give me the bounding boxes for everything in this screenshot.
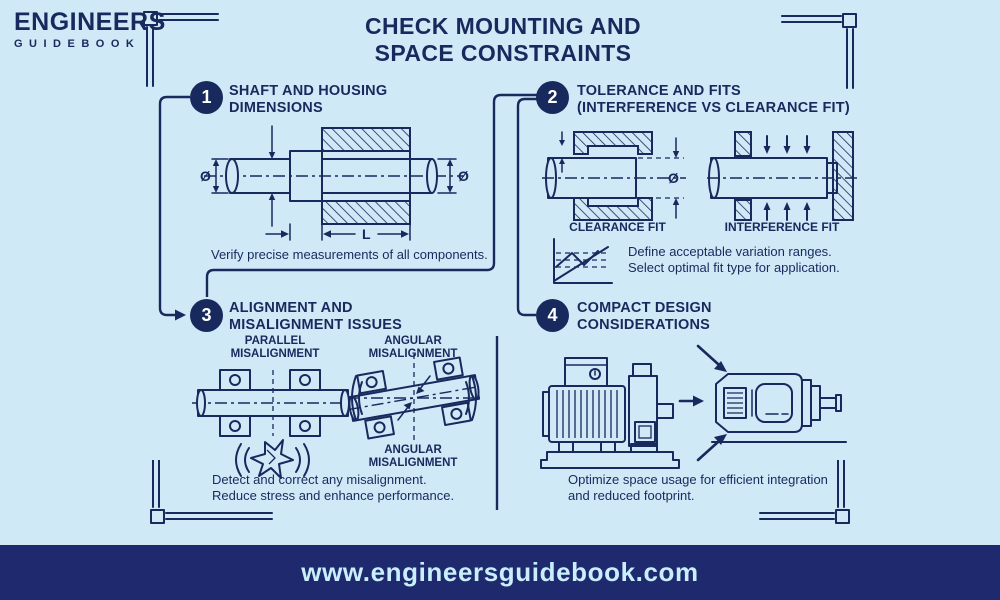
transform-arrow-icon (678, 395, 704, 407)
parallel-misalignment-diagram (192, 369, 354, 437)
step-2-caption-line2: Select optimal fit type for application. (628, 260, 840, 275)
step-4-caption-line2: and reduced footprint. (568, 488, 695, 503)
tolerance-chart-icon (553, 238, 613, 284)
step-4-heading-line1: COMPACT DESIGN (577, 300, 712, 316)
step-2-badge: 2 (536, 81, 569, 114)
corner-bracket-bottom-left (150, 460, 273, 524)
page-title: CHECK MOUNTING AND SPACE CONSTRAINTS (293, 13, 713, 67)
shaft-right-end (426, 158, 438, 194)
angular-misalignment-diagram (348, 354, 480, 442)
step-4-badge: 4 (536, 299, 569, 332)
vibration-icon (235, 439, 310, 479)
step-4-heading: COMPACT DESIGN CONSIDERATIONS (577, 300, 712, 333)
step-4-caption-line1: Optimize space usage for efficient integ… (568, 472, 828, 487)
dia-fit-label: Ø (668, 170, 679, 186)
clearance-fit-diagram: Ø (542, 131, 686, 221)
angle-arrows (397, 375, 431, 421)
dia-right-label: Ø (458, 168, 469, 184)
page-title-line2: SPACE CONSTRAINTS (374, 40, 632, 66)
corner-bracket-top-left (143, 11, 219, 87)
step-4-heading-line2: CONSIDERATIONS (577, 316, 711, 333)
clearance-fit-label: CLEARANCE FIT (569, 220, 666, 234)
interference-wall-left-bottom (734, 199, 752, 221)
pointer-arrow-bottom-icon (696, 434, 727, 462)
footer-bar: www.engineersguidebook.com (0, 545, 1000, 600)
brand-tagline: GUIDEBOOK (14, 38, 141, 50)
brand-name: ENGINEERS (14, 8, 166, 36)
step-2-caption: Define acceptable variation ranges. Sele… (628, 244, 840, 276)
step-2-caption-line1: Define acceptable variation ranges. (628, 244, 832, 259)
interference-wall-right (832, 131, 854, 221)
step-1-heading-line1: SHAFT AND HOUSING (229, 83, 388, 99)
corner-bracket-bottom-right (759, 460, 850, 524)
step-2-heading: TOLERANCE AND FITS (INTERFERENCE VS CLEA… (577, 83, 850, 116)
vent-grille (723, 387, 747, 419)
length-label: L (362, 226, 371, 242)
parallel-misalignment-label: PARALLEL MISALIGNMENT (230, 335, 320, 360)
shaft-left-end (225, 158, 239, 194)
step-3-heading: ALIGNMENT AND MISALIGNMENT ISSUES (229, 300, 402, 333)
step-2-heading-line2: (INTERFERENCE VS CLEARANCE FIT) (577, 99, 850, 116)
clearance-housing-top (573, 131, 653, 155)
interference-wall-left-top (734, 131, 752, 157)
dia-left-label: Ø (200, 168, 211, 184)
pointer-arrow-top-icon (696, 344, 727, 372)
flow-arrowhead (175, 309, 186, 321)
step-4-number: 4 (547, 305, 558, 325)
interference-fit-label: INTERFERENCE FIT (724, 220, 840, 234)
terminal-box (564, 357, 608, 387)
step-3-caption-line2: Reduce stress and enhance performance. (212, 488, 455, 503)
step-3-caption-line1: Detect and correct any misalignment. (212, 472, 427, 487)
shaft-housing-diagram: Ø Ø L (200, 125, 469, 242)
step-3-caption: Detect and correct any misalignment. Red… (212, 472, 454, 504)
motor-base (540, 451, 680, 469)
step-2-heading-line1: TOLERANCE AND FITS (577, 83, 741, 99)
press-arrows-bottom (763, 202, 811, 221)
step-1-number: 1 (201, 87, 212, 107)
footer-url[interactable]: www.engineersguidebook.com (301, 557, 699, 587)
bearing-blocks (219, 369, 321, 437)
step-3-badge: 3 (190, 299, 223, 332)
step-2-number: 2 (547, 87, 558, 107)
vibration-arcs (351, 375, 477, 421)
compact-motor-diagram (711, 373, 847, 443)
angular-misalignment-label-bottom: ANGULAR MISALIGNMENT (368, 444, 458, 469)
step-4-caption: Optimize space usage for efficient integ… (568, 472, 828, 504)
step-1-heading-line2: DIMENSIONS (229, 99, 323, 116)
step-1-heading: SHAFT AND HOUSING DIMENSIONS (229, 83, 387, 116)
step-3-heading-line1: ALIGNMENT AND (229, 300, 353, 316)
page-title-line1: CHECK MOUNTING AND (365, 13, 641, 39)
shaft-stub (656, 403, 674, 419)
angular-misalignment-label-top: ANGULAR MISALIGNMENT (368, 335, 458, 360)
step-1-caption: Verify precise measurements of all compo… (211, 247, 488, 262)
step-3-number: 3 (201, 305, 212, 325)
inner-contour (755, 383, 793, 423)
housing-hatch-top (321, 127, 411, 152)
housing-hatch-bottom (321, 200, 411, 225)
step-1-badge: 1 (190, 81, 223, 114)
large-motor-diagram (540, 357, 680, 469)
brand-logo: ENGINEERS GUIDEBOOK (14, 9, 166, 50)
corner-bracket-top-right (781, 13, 857, 89)
interference-fit-diagram (707, 131, 859, 221)
step-3-heading-line2: MISALIGNMENT ISSUES (229, 316, 402, 333)
press-arrows-top (763, 135, 811, 154)
